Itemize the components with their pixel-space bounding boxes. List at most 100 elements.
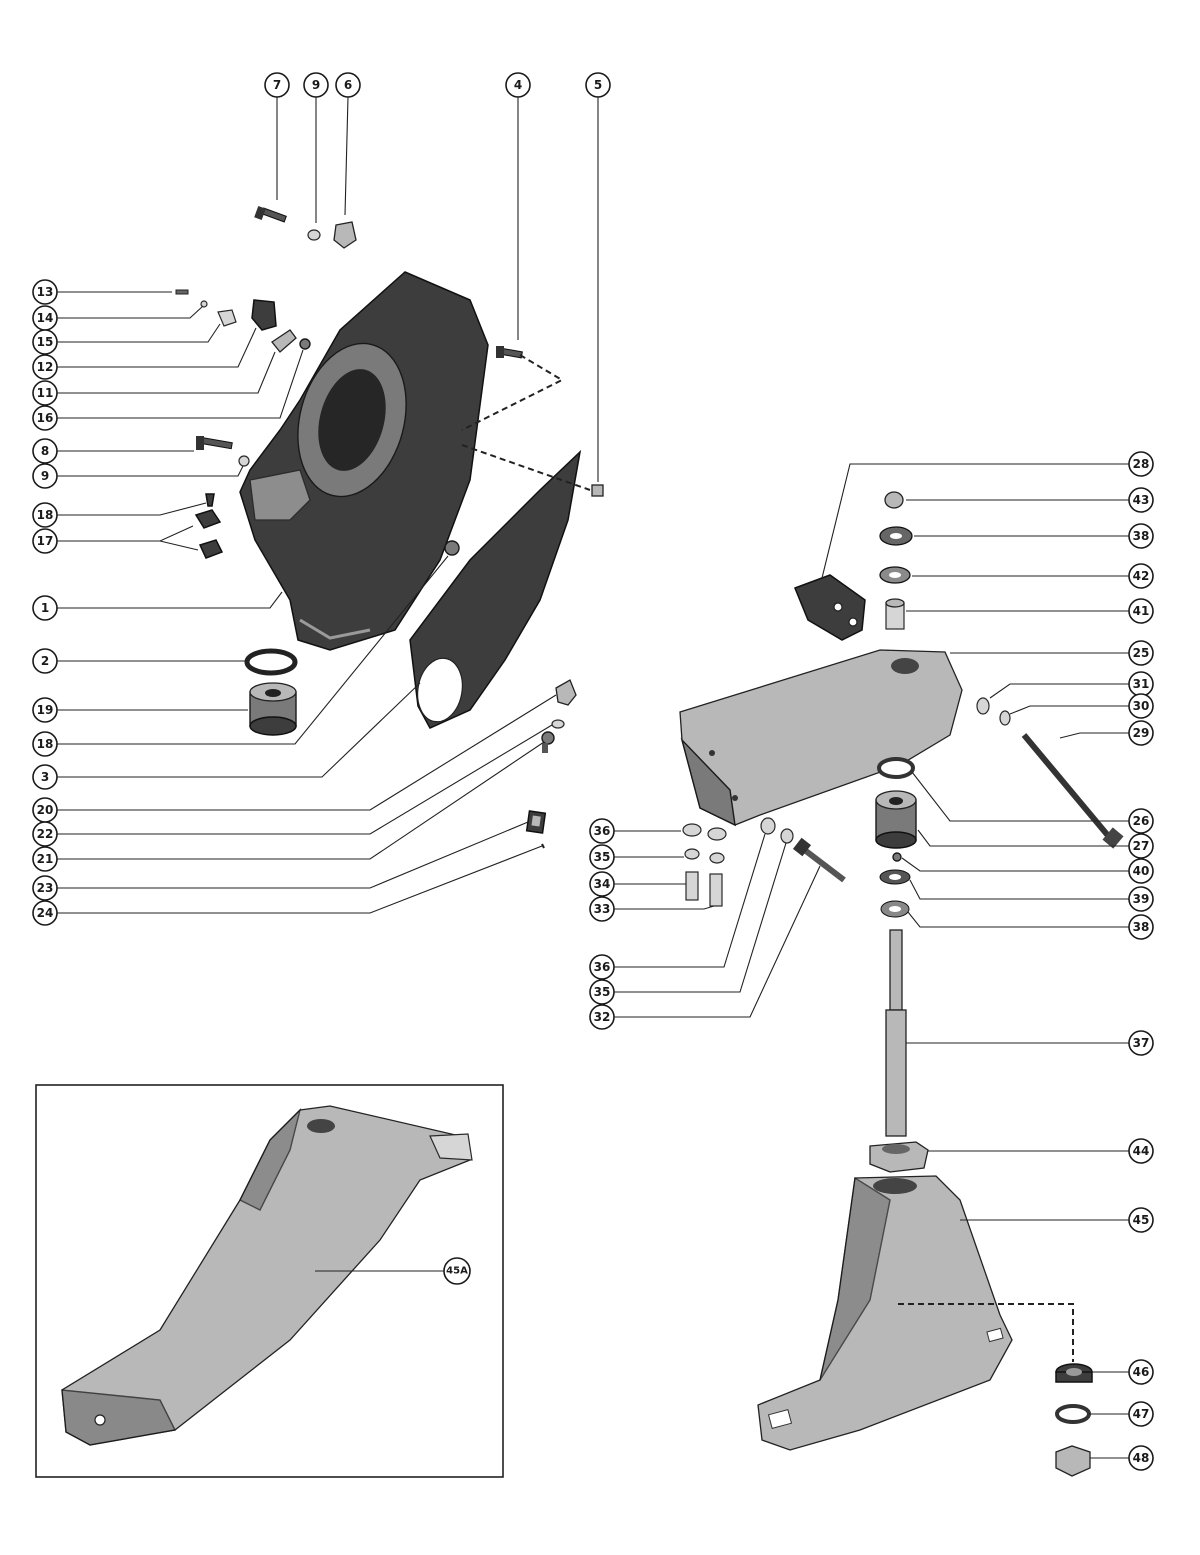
svg-text:9: 9 xyxy=(41,469,49,483)
svg-text:45: 45 xyxy=(1133,1213,1150,1227)
callout-44: 44 xyxy=(1128,1138,1154,1164)
callout-47: 47 xyxy=(1128,1401,1154,1427)
lock-washer-47 xyxy=(1055,1404,1091,1424)
callout-30: 30 xyxy=(1128,693,1154,719)
svg-text:4: 4 xyxy=(514,78,522,92)
callout-18-bottom: 18 xyxy=(32,731,58,757)
svg-text:8: 8 xyxy=(41,444,49,458)
cap-20 xyxy=(555,679,577,706)
svg-text:36: 36 xyxy=(594,960,611,974)
svg-text:28: 28 xyxy=(1133,457,1150,471)
bolt-32 xyxy=(792,837,846,883)
callout-13: 13 xyxy=(32,279,58,305)
washer-30 xyxy=(999,710,1011,726)
callout-14: 14 xyxy=(32,305,58,331)
nut-18-inner xyxy=(444,540,460,556)
svg-text:3: 3 xyxy=(41,770,49,784)
callout-41: 41 xyxy=(1128,598,1154,624)
screw-4 xyxy=(496,346,523,359)
svg-text:24: 24 xyxy=(37,906,54,920)
svg-text:27: 27 xyxy=(1133,839,1150,853)
svg-text:38: 38 xyxy=(1133,529,1150,543)
callout-12: 12 xyxy=(32,354,58,380)
pedestal-45 xyxy=(757,1175,1013,1451)
svg-text:18: 18 xyxy=(37,508,54,522)
svg-text:9: 9 xyxy=(312,78,320,92)
callout-9-mid: 9 xyxy=(32,463,58,489)
callout-28: 28 xyxy=(1128,451,1154,477)
nut-44 xyxy=(869,1141,929,1173)
callout-19: 19 xyxy=(32,697,58,723)
washer-36a xyxy=(682,823,702,837)
leader-lines xyxy=(57,96,1129,1459)
washer-9-mid xyxy=(238,455,250,467)
svg-text:25: 25 xyxy=(1133,646,1150,660)
svg-text:36: 36 xyxy=(594,824,611,838)
svg-text:16: 16 xyxy=(37,411,54,425)
pad-17a xyxy=(194,509,222,529)
callout-17: 17 xyxy=(32,528,58,554)
pad-17b xyxy=(198,539,224,559)
callout-26: 26 xyxy=(1128,808,1154,834)
callout-40: 40 xyxy=(1128,858,1154,884)
nut-46 xyxy=(1055,1363,1093,1383)
svg-text:46: 46 xyxy=(1133,1365,1150,1379)
callout-37: 37 xyxy=(1128,1030,1154,1056)
bracket-block-28 xyxy=(794,574,866,641)
callout-45: 45 xyxy=(1128,1207,1154,1233)
callout-2: 2 xyxy=(32,648,58,674)
callout-3: 3 xyxy=(32,764,58,790)
callout-29: 29 xyxy=(1128,720,1154,746)
clamp-12 xyxy=(251,299,277,331)
svg-text:1: 1 xyxy=(41,601,49,615)
callout-9-top: 9 xyxy=(303,72,329,98)
svg-text:47: 47 xyxy=(1133,1407,1150,1421)
bracket-15 xyxy=(217,309,237,327)
ring-2 xyxy=(244,648,298,676)
svg-text:26: 26 xyxy=(1133,814,1150,828)
callout-8: 8 xyxy=(32,438,58,464)
nut-43 xyxy=(884,491,904,509)
bolt-29 xyxy=(1021,733,1124,849)
svg-text:2: 2 xyxy=(41,654,49,668)
svg-text:21: 21 xyxy=(37,852,54,866)
callout-46: 46 xyxy=(1128,1359,1154,1385)
callouts: 7 9 6 4 5 13 14 15 12 11 16 8 9 18 17 1 … xyxy=(32,72,1154,1471)
mount-arm-25 xyxy=(679,649,963,827)
callout-38-top: 38 xyxy=(1128,523,1154,549)
svg-text:15: 15 xyxy=(37,335,54,349)
svg-text:13: 13 xyxy=(37,285,54,299)
pin-24 xyxy=(541,843,545,849)
washer-31 xyxy=(976,697,990,715)
ring-26 xyxy=(877,757,915,779)
svg-text:42: 42 xyxy=(1133,569,1150,583)
bushing-27 xyxy=(875,790,917,849)
flywheel-housing-part xyxy=(239,271,489,651)
svg-text:22: 22 xyxy=(37,827,54,841)
bolt-34 xyxy=(685,871,723,907)
washer-36b xyxy=(760,817,776,835)
callout-36-a: 36 xyxy=(589,818,615,844)
callout-34: 34 xyxy=(589,871,615,897)
svg-text:19: 19 xyxy=(37,703,54,717)
callout-38-bottom: 38 xyxy=(1128,914,1154,940)
callout-11: 11 xyxy=(32,380,58,406)
callout-23: 23 xyxy=(32,875,58,901)
nut-48 xyxy=(1055,1445,1091,1477)
flywheel-housing-assembly xyxy=(175,205,604,849)
callout-48: 48 xyxy=(1128,1445,1154,1471)
svg-text:35: 35 xyxy=(594,850,611,864)
svg-text:41: 41 xyxy=(1133,604,1150,618)
svg-text:12: 12 xyxy=(37,360,54,374)
callout-42: 42 xyxy=(1128,563,1154,589)
svg-text:29: 29 xyxy=(1133,726,1150,740)
screw-18-top xyxy=(205,493,215,507)
callout-39: 39 xyxy=(1128,886,1154,912)
callout-5: 5 xyxy=(585,72,611,98)
svg-text:40: 40 xyxy=(1133,864,1150,878)
svg-text:34: 34 xyxy=(594,877,611,891)
inset-45a xyxy=(35,1084,504,1478)
svg-text:44: 44 xyxy=(1133,1144,1150,1158)
svg-text:37: 37 xyxy=(1133,1036,1150,1050)
